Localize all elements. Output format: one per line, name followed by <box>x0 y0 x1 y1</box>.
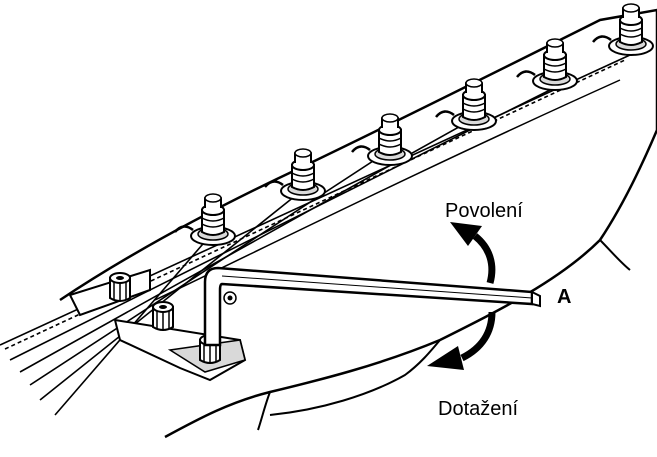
tighten-arrow <box>427 311 496 370</box>
loosen-arrow <box>450 222 496 284</box>
allen-wrench <box>203 266 541 347</box>
locking-nut <box>68 268 247 382</box>
tighten-label: Dotažení <box>438 398 519 420</box>
wrench-label: A <box>557 286 572 308</box>
nut-lock-bolt <box>152 301 174 332</box>
nut-lock-bolt <box>109 272 131 303</box>
loosen-label: Povolení <box>445 200 523 222</box>
